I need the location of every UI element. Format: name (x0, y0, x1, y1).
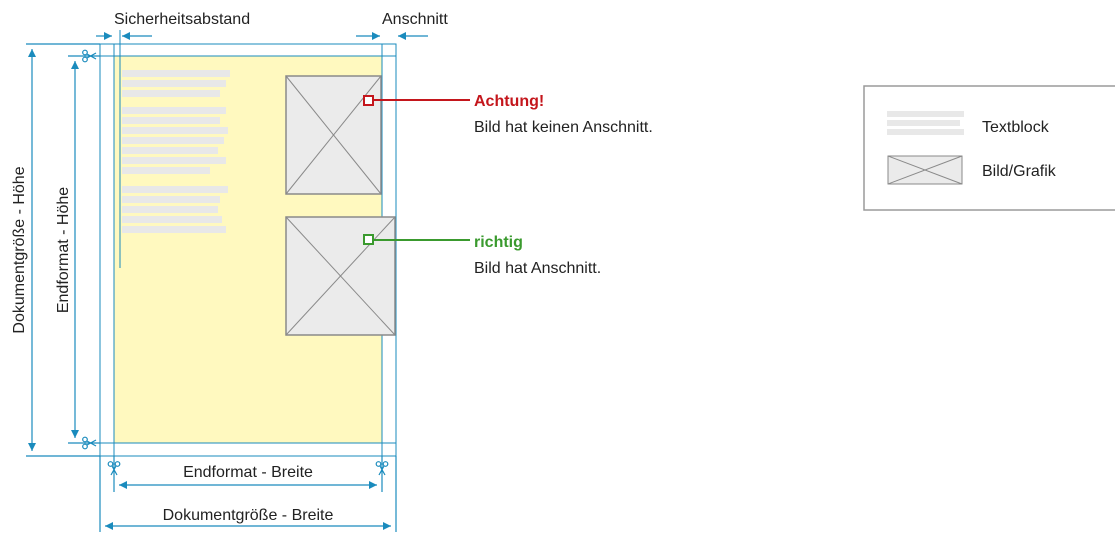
warning-connector (363, 95, 470, 106)
correct-connector (363, 234, 470, 245)
warning-text: Bild hat keinen Anschnitt. (474, 119, 653, 136)
image-with-bleed (285, 216, 396, 336)
bleed-label: Anschnitt (382, 11, 448, 28)
textblock-bars (122, 70, 230, 233)
legend-textblock-label: Textblock (982, 119, 1050, 136)
final-width-label: Endformat - Breite (183, 464, 313, 481)
image-no-bleed (285, 75, 382, 195)
correct-title: richtig (474, 234, 523, 251)
safety-margin-label: Sicherheitsabstand (114, 11, 250, 28)
textblock-icon (887, 111, 964, 135)
document-height-label: Dokumentgröße - Höhe (11, 166, 28, 333)
warning-title: Achtung! (474, 93, 544, 110)
final-height-label: Endformat - Höhe (55, 187, 72, 313)
page-bleed-outline (99, 43, 397, 457)
legend-image-label: Bild/Grafik (982, 163, 1057, 180)
document-width-label: Dokumentgröße - Breite (163, 507, 334, 524)
correct-text: Bild hat Anschnitt. (474, 260, 601, 277)
image-placeholder-icon (887, 155, 963, 185)
legend: Textblock Bild/Grafik (863, 85, 1115, 211)
dimension-lines (26, 32, 428, 532)
